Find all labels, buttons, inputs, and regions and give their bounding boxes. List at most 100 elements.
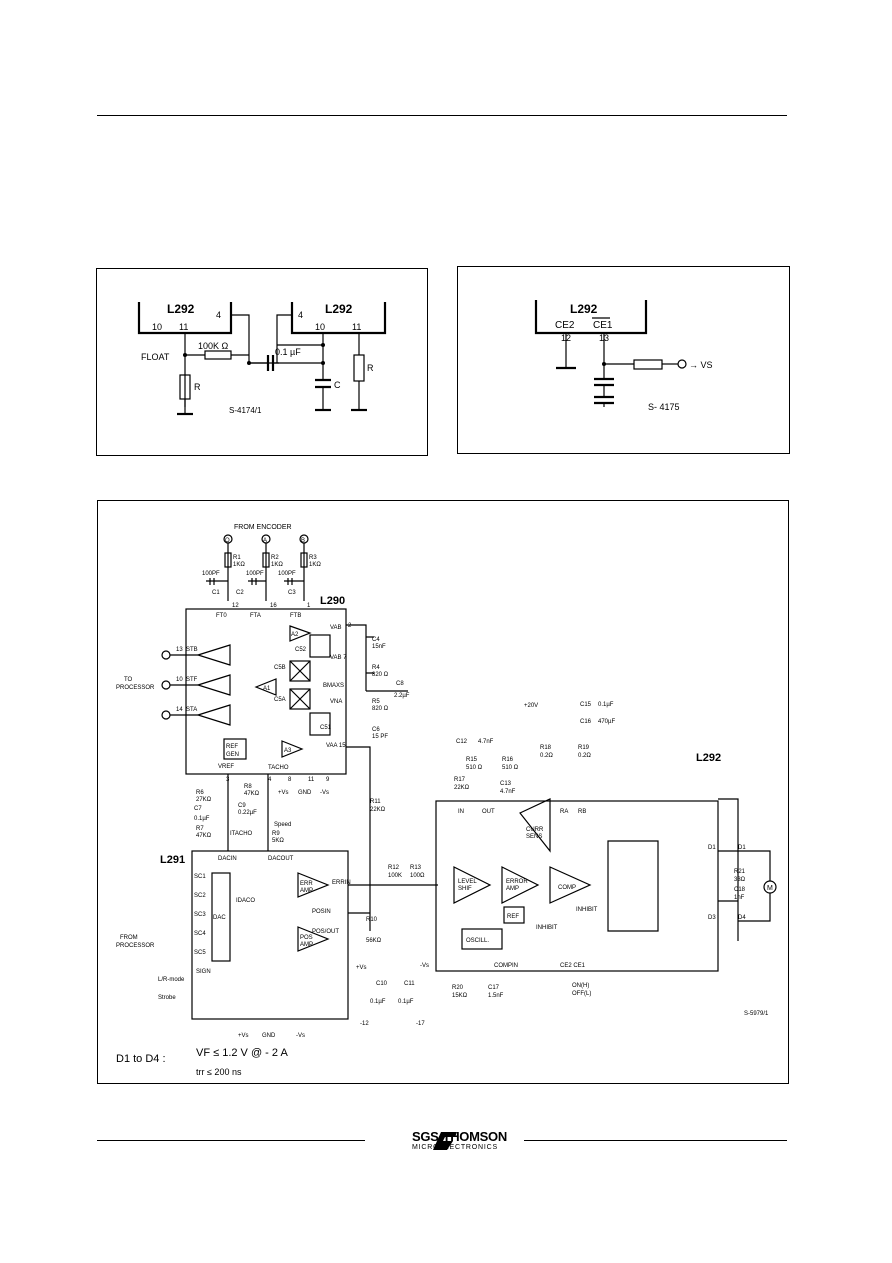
svg-text:RB: RB [578,809,586,815]
svg-text:C6: C6 [372,727,380,733]
svg-text:A1: A1 [263,686,271,692]
svg-text:C51: C51 [320,725,332,731]
svg-text:IN: IN [458,809,464,815]
svg-text:IDACO: IDACO [236,898,255,904]
svg-text:C1: C1 [212,590,220,596]
svg-text:INHIBIT: INHIBIT [536,925,558,931]
svg-text:C3: C3 [288,590,296,596]
fig3-l292: L292 [696,752,721,764]
svg-text:5KΩ: 5KΩ [272,838,284,844]
svg-text:R7: R7 [196,826,204,832]
svg-text:A: A [263,538,267,544]
svg-text:15 PF: 15 PF [372,734,388,740]
svg-text:OUT: OUT [482,809,495,815]
fig3-note-lead: D1 to D4 : [116,1053,166,1065]
svg-text:15nF: 15nF [372,644,386,650]
svg-text:SC4: SC4 [194,931,206,937]
svg-text:C: C [334,380,341,390]
svg-text:C11: C11 [404,981,415,987]
svg-text:4: 4 [268,777,272,783]
figure-2-panel: L292 CE2 CE1 12 13 → VS S- 4175 [457,266,790,454]
footer-rule-right [524,1140,787,1141]
svg-text:C2: C2 [236,590,244,596]
svg-text:STB: STB [186,647,198,653]
svg-text:OFF(L): OFF(L) [572,991,591,997]
svg-text:D1: D1 [738,845,746,851]
svg-text:R1: R1 [233,555,241,561]
svg-text:R21: R21 [734,869,746,875]
svg-text:R20: R20 [452,985,464,991]
svg-text:SC5: SC5 [194,950,206,956]
svg-text:-17: -17 [416,1021,425,1027]
svg-text:33Ω: 33Ω [734,877,746,883]
svg-text:SENS: SENS [526,834,542,840]
svg-text:PROCESSOR: PROCESSOR [116,943,155,949]
svg-text:Strobe: Strobe [158,995,176,1001]
svg-text:11: 11 [308,777,315,783]
svg-text:R11: R11 [370,799,381,805]
figure-2-schematic: L292 CE2 CE1 12 13 → VS S- 4175 [534,300,713,412]
svg-text:100Ω: 100Ω [410,873,425,879]
svg-text:12: 12 [232,603,239,609]
svg-text:ERROR: ERROR [506,879,528,885]
svg-text:AMP: AMP [506,886,519,892]
svg-text:LEVEL: LEVEL [458,879,477,885]
svg-text:C18: C18 [734,887,746,893]
svg-text:ON(H): ON(H) [572,983,589,989]
svg-text:CE2 CE1: CE2 CE1 [560,963,586,969]
svg-text:47KΩ: 47KΩ [244,791,260,797]
svg-text:R5: R5 [372,699,380,705]
svg-text:VAB: VAB [330,625,342,631]
fig3-l290: L290 [320,595,345,607]
svg-text:100PF: 100PF [246,571,264,577]
svg-text:0.1µF: 0.1µF [398,999,414,1005]
svg-text:27KΩ: 27KΩ [196,797,212,803]
footer-brand-sub: MICROELECTRONICS [412,1144,498,1151]
svg-text:TO: TO [124,677,133,683]
svg-text:R10: R10 [366,917,378,923]
svg-text:ERRIN: ERRIN [332,880,351,886]
footer-brand: SGS-THOMSON [412,1129,507,1144]
svg-text:R: R [194,382,201,392]
svg-text:R19: R19 [578,745,590,751]
svg-text:9: 9 [326,777,330,783]
svg-text:INHIBIT: INHIBIT [576,907,598,913]
svg-text:R18: R18 [540,745,552,751]
svg-text:PROCESSOR: PROCESSOR [116,685,155,691]
svg-text:820 Ω: 820 Ω [372,672,389,678]
svg-text:0.2Ω: 0.2Ω [578,753,591,759]
fig1-res-label: 100K Ω [198,341,229,351]
svg-text:0.2Ω: 0.2Ω [540,753,553,759]
svg-text:C8: C8 [396,681,404,687]
svg-text:FTA: FTA [250,613,261,619]
svg-text:POS/OUT: POS/OUT [312,929,339,935]
svg-text:R9: R9 [272,831,280,837]
svg-text:L/R-mode: L/R-mode [158,977,185,983]
svg-text:FROM: FROM [120,935,138,941]
svg-text:SHIF: SHIF [458,886,472,892]
svg-text:DACIN: DACIN [218,856,237,862]
svg-text:CURR: CURR [526,827,544,833]
svg-text:22KΩ: 22KΩ [370,807,386,813]
svg-text:AMP: AMP [300,888,313,894]
header-rule [97,115,787,116]
svg-text:C5A: C5A [274,697,286,703]
svg-text:AMP: AMP [300,942,313,948]
figure-1-panel: L292 10 11 4 100K Ω FLOAT R 0.1 µF L292 … [96,268,428,456]
svg-text:C16: C16 [580,719,592,725]
svg-text:OSCILL.: OSCILL. [466,938,489,944]
svg-text:RA: RA [560,809,568,815]
svg-text:SC3: SC3 [194,912,206,918]
svg-text:1KΩ: 1KΩ [271,562,283,568]
svg-text:8: 8 [288,777,292,783]
svg-text:SIGN: SIGN [196,969,211,975]
svg-text:1nF: 1nF [734,895,745,901]
svg-text:VAB 7: VAB 7 [330,655,347,661]
svg-text:C9: C9 [238,803,246,809]
svg-text:11: 11 [179,322,188,332]
svg-text:R15: R15 [466,757,478,763]
svg-text:4.7nF: 4.7nF [478,739,494,745]
svg-text:11: 11 [352,322,361,332]
svg-text:-Vs: -Vs [296,1033,305,1039]
